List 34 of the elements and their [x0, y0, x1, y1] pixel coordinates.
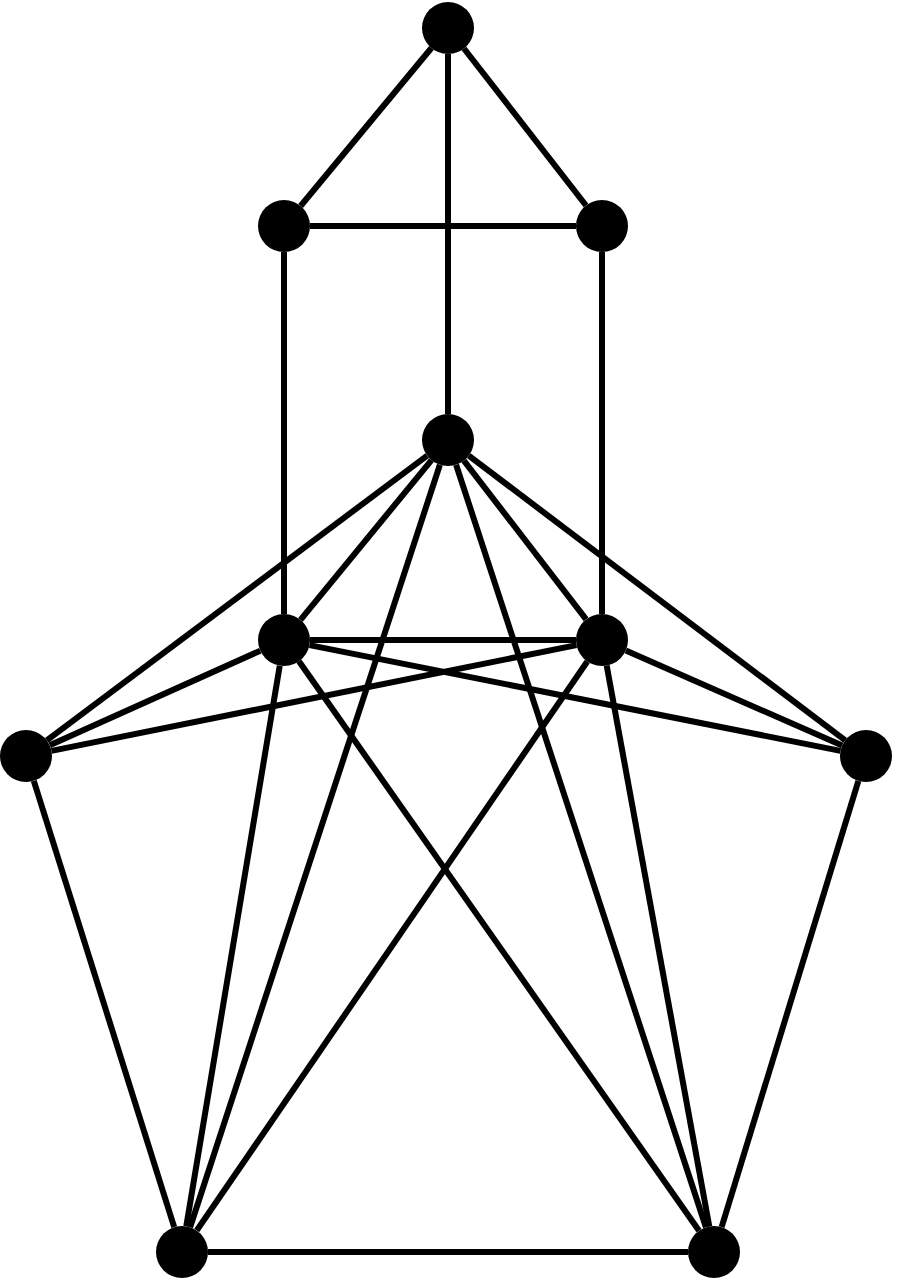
vertex-dot [258, 614, 310, 666]
edge-line [194, 659, 590, 1233]
edge-line [183, 665, 283, 1227]
vertex-dot [156, 1226, 208, 1278]
vertex-dot [840, 730, 892, 782]
edge-line [187, 463, 443, 1229]
edge-line [603, 665, 713, 1227]
vertex-dot [576, 614, 628, 666]
vertex-dot [0, 730, 52, 782]
edge-line [298, 46, 434, 208]
edge-line [48, 647, 262, 749]
vertex-dot [576, 200, 628, 252]
edge-line [45, 453, 429, 743]
edge-line [281, 252, 287, 614]
edge-line [30, 779, 178, 1229]
edge-line [624, 647, 844, 749]
vertex-dot [422, 2, 474, 54]
edge-line [50, 642, 578, 754]
edge-line [310, 223, 576, 229]
edge-line [310, 637, 576, 643]
edge-line [453, 463, 709, 1229]
edge-line [308, 642, 842, 754]
edge-line [718, 780, 862, 1228]
edge-line [298, 458, 434, 622]
edge-line [461, 46, 589, 208]
edge-line [296, 659, 702, 1233]
vertex-dot [422, 414, 474, 466]
edge-line [461, 458, 589, 622]
edge-line [599, 252, 605, 614]
vertex-dot [258, 200, 310, 252]
edge-line [466, 453, 848, 743]
vertex-dot [688, 1226, 740, 1278]
edge-line [208, 1249, 688, 1255]
edge-line [445, 54, 451, 414]
